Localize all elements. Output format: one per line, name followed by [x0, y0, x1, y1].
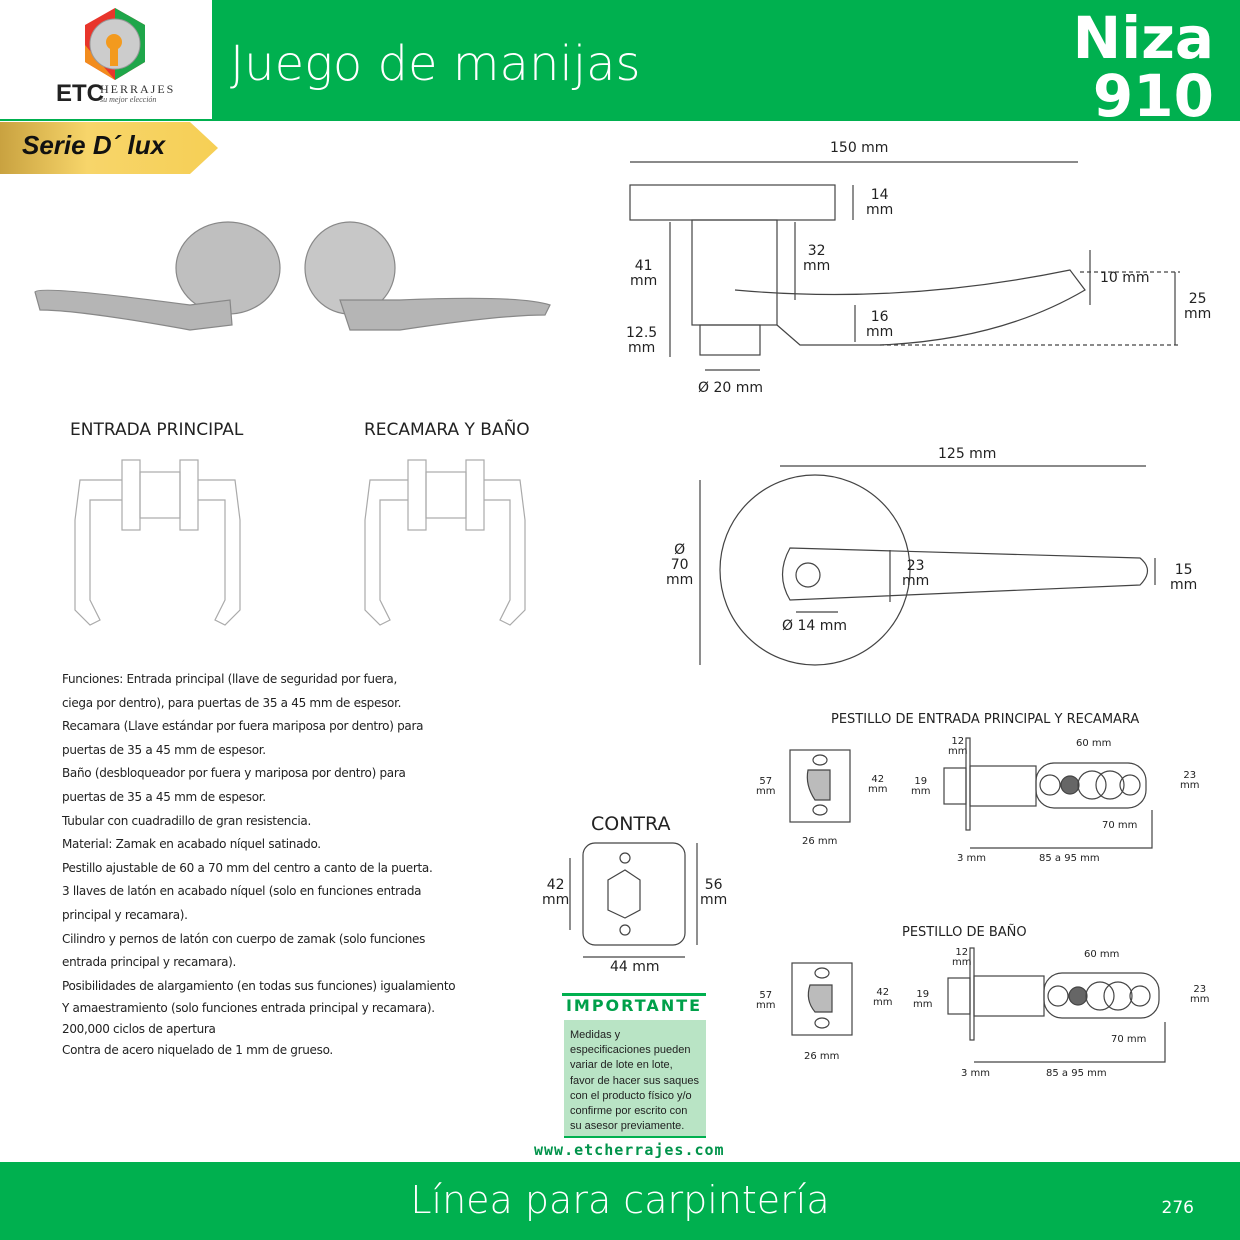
latch-plate: 3 mm	[961, 1068, 991, 1079]
latch-backset-60: 60 mm	[1076, 738, 1112, 749]
brand-tagline: su mejor elección	[100, 95, 157, 104]
spec-line: puertas de 35 a 45 mm de espesor.	[62, 742, 266, 757]
model-number: 910	[1092, 62, 1214, 130]
page-number: 276	[1161, 1198, 1194, 1218]
dim-width: 150 mm	[830, 140, 889, 156]
serie-label: Serie D´ lux	[22, 130, 166, 160]
latch-drawings	[789, 737, 1166, 1063]
spec-line: entrada principal y recamara).	[62, 955, 237, 970]
dim-lever-tip: 10 mm	[1100, 270, 1150, 286]
spec-line: puertas de 35 a 45 mm de espesor.	[62, 789, 266, 804]
latch-length: 85 a 95 mm	[1039, 853, 1100, 864]
spec-line: Pestillo ajustable de 60 a 70 mm del cen…	[62, 860, 433, 875]
spec-line: 200,000 ciclos de apertura	[62, 1022, 216, 1037]
spec-list: Funciones: Entrada principal (llave de s…	[62, 668, 482, 1061]
variant-drawings	[74, 459, 526, 626]
technical-drawings	[34, 161, 1180, 1063]
variant-label-recamara: RECAMARA Y BAÑO	[364, 420, 530, 440]
important-title: IMPORTANTE	[562, 993, 706, 1021]
logo	[0, 0, 212, 119]
latch-title-entrada: PESTILLO DE ENTRADA PRINCIPAL Y RECAMARA	[831, 712, 1140, 727]
latch-backset-70: 70 mm	[1111, 1034, 1147, 1045]
latch-backset-70: 70 mm	[1102, 820, 1138, 831]
contra-drawing	[569, 842, 698, 958]
dim-length: 125 mm	[938, 446, 997, 462]
spec-line: Material: Zamak en acabado níquel satina…	[62, 837, 321, 852]
brand-name: ETC	[56, 80, 104, 107]
model-name: Niza	[1072, 4, 1214, 72]
latch-face-w: 26 mm	[802, 836, 838, 847]
logo-icon	[85, 8, 145, 80]
footer-band	[0, 1162, 1240, 1240]
side-view-drawing	[629, 161, 1180, 371]
variant-label-entrada: ENTRADA PRINCIPAL	[70, 420, 244, 440]
spec-line: Posibilidades de alargamiento (en todas …	[62, 978, 456, 993]
spec-line: Funciones: Entrada principal (llave de s…	[62, 672, 397, 686]
product-photo	[34, 221, 551, 331]
contra-dim-width: 44 mm	[610, 959, 660, 975]
spec-line: Cilindro y pernos de latón con cuerpo de…	[62, 931, 426, 946]
latch-plate: 3 mm	[957, 853, 987, 864]
latch-length: 85 a 95 mm	[1046, 1068, 1107, 1079]
page-title: Juego de manijas	[230, 36, 641, 92]
brand-sub: HERRAJES	[100, 82, 176, 96]
dim-cylinder: Ø 14 mm	[782, 618, 848, 634]
serie-banner: Serie D´ lux	[0, 122, 218, 174]
footer-title: Línea para carpintería	[410, 1178, 830, 1222]
important-note: Medidas y especificaciones pueden variar…	[564, 1020, 706, 1138]
spec-line: Contra de acero niquelado de 1 mm de gru…	[62, 1043, 333, 1058]
contra-title: CONTRA	[591, 813, 671, 835]
front-view-drawing	[699, 465, 1156, 666]
spec-line: 3 llaves de latón en acabado níquel (sol…	[62, 884, 422, 899]
website-link[interactable]: www.etcherrajes.com	[534, 1141, 725, 1159]
spec-line: Tubular con cuadradillo de gran resisten…	[62, 813, 311, 828]
spec-line: Y amaestramiento (solo funciones entrada…	[62, 1001, 435, 1016]
latch-face-w: 26 mm	[804, 1051, 840, 1062]
latch-backset-60: 60 mm	[1084, 949, 1120, 960]
latch-title-bano: PESTILLO DE BAÑO	[902, 925, 1027, 940]
spec-line: Baño (desbloqueador por fuera y mariposa…	[62, 766, 406, 781]
spec-line: ciega por dentro), para puertas de 35 a …	[62, 695, 402, 710]
dim-spindle-diameter: Ø 20 mm	[698, 380, 764, 396]
spec-line: principal y recamara).	[62, 907, 188, 922]
spec-line: Recamara (Llave estándar por fuera marip…	[62, 719, 424, 734]
